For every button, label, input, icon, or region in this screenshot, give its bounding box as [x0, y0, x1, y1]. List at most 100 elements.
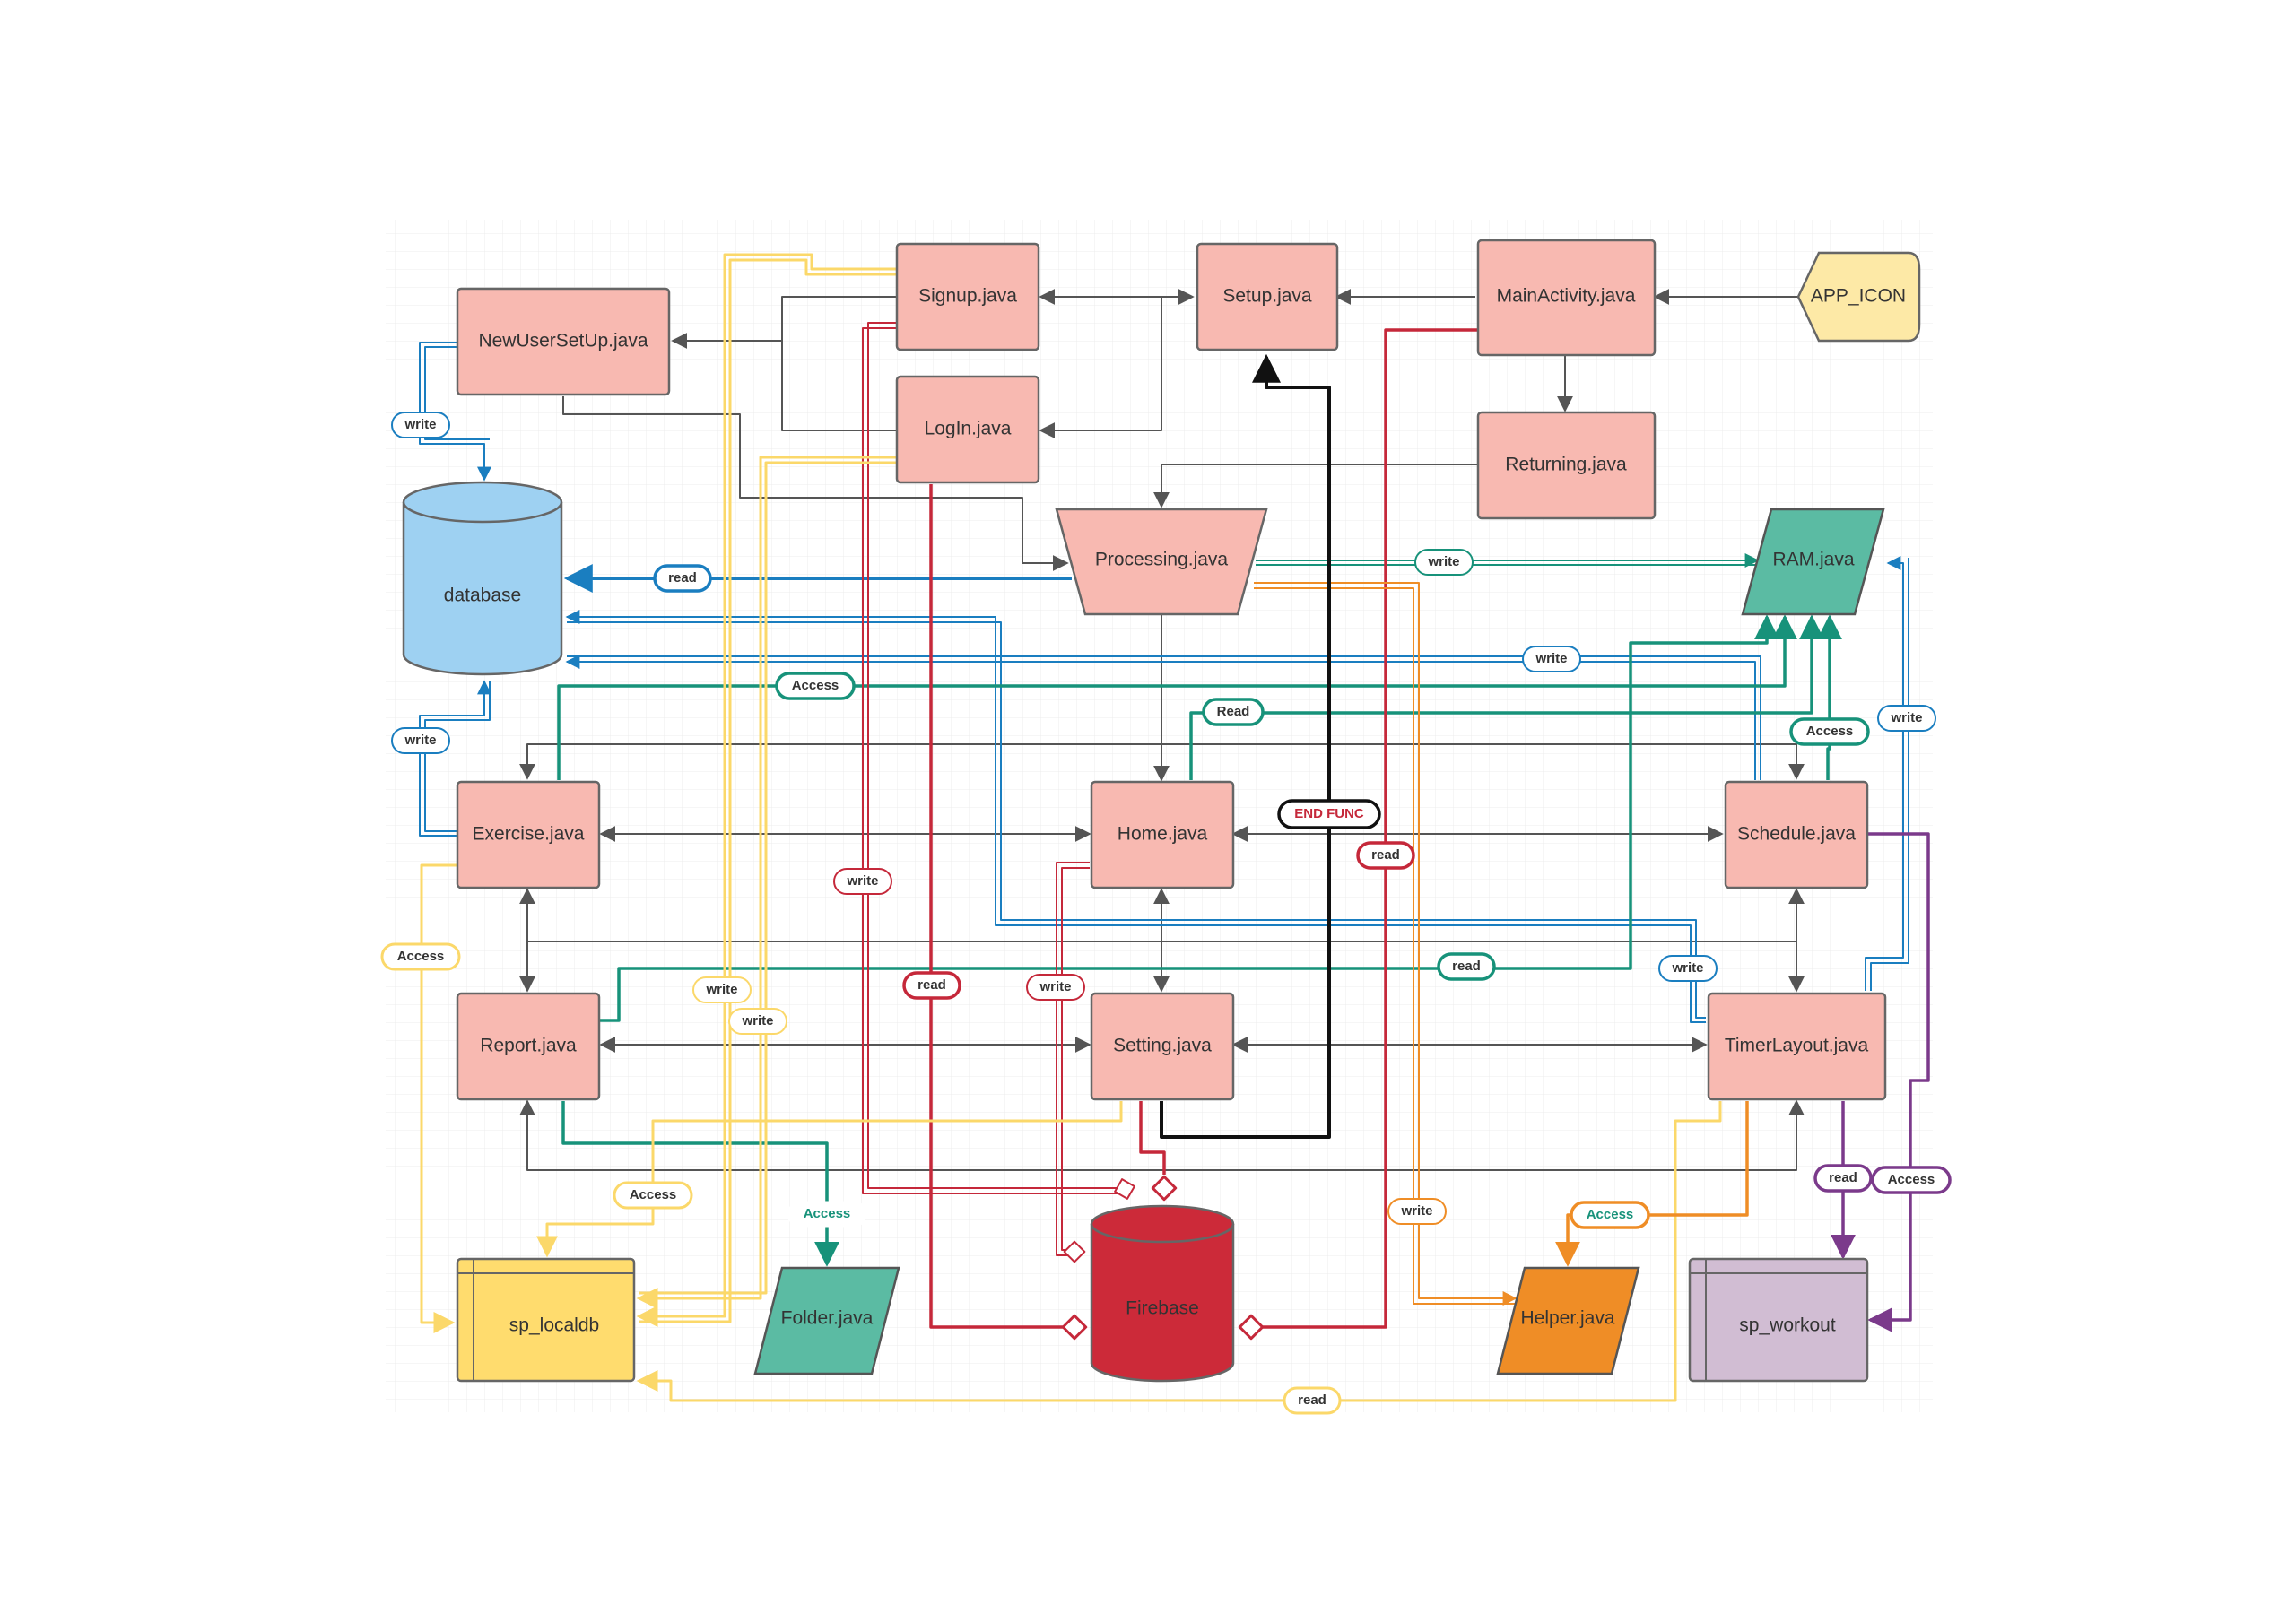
- node-returning[interactable]: Returning.java: [1476, 411, 1657, 520]
- edge-exercise-localdb-access: [420, 863, 457, 1333]
- edge-schedule-database-write-2: [567, 655, 1761, 780]
- label-write-timer-db: write: [1658, 955, 1718, 982]
- node-home[interactable]: Home.java: [1090, 780, 1235, 889]
- svg-text:write: write: [705, 982, 737, 997]
- diamond-upper-left: [1063, 1240, 1086, 1263]
- svg-text:write: write: [404, 733, 436, 748]
- node-folder[interactable]: Folder.java: [753, 1266, 900, 1375]
- node-exercise-label: Exercise.java: [473, 824, 585, 845]
- label-write-processing-helper: write: [1387, 1198, 1447, 1225]
- diamond-top-left: [1114, 1178, 1135, 1200]
- node-sp-localdb[interactable]: sp_localdb: [456, 1257, 636, 1383]
- node-returning-label: Returning.java: [1505, 455, 1627, 475]
- node-app-icon-label: APP_ICON: [1811, 286, 1906, 307]
- node-ram[interactable]: RAM.java: [1741, 508, 1885, 616]
- firebase-diamonds: [1061, 1175, 1265, 1341]
- node-setup-label: Setup.java: [1222, 286, 1312, 307]
- node-exercise[interactable]: Exercise.java: [456, 780, 601, 889]
- edge-exercise-database-write-2: [424, 681, 491, 832]
- svg-text:write: write: [1400, 1203, 1432, 1219]
- label-access-timer-helper: Access: [1570, 1201, 1650, 1229]
- label-access-exercise-localdb: Access: [380, 942, 461, 971]
- orange-connectors: [1254, 582, 1749, 1306]
- node-helper-label: Helper.java: [1520, 1308, 1614, 1329]
- node-home-label: Home.java: [1118, 824, 1208, 845]
- node-setting[interactable]: Setting.java: [1090, 992, 1235, 1101]
- label-access-schedule-workout: Access: [1871, 1166, 1952, 1194]
- svg-text:read: read: [668, 570, 697, 586]
- label-read-processing-db: read: [653, 564, 712, 593]
- label-access-report-folder: Access: [787, 1201, 867, 1228]
- label-write-newuser-db: write: [391, 412, 450, 438]
- svg-text:read: read: [1298, 1393, 1326, 1408]
- node-main-activity[interactable]: MainActivity.java: [1476, 239, 1657, 357]
- label-read-timer-localdb: read: [1283, 1386, 1342, 1415]
- node-processing[interactable]: Processing.java: [1055, 508, 1268, 616]
- label-access-setting-localdb: Access: [613, 1181, 693, 1210]
- node-schedule-label: Schedule.java: [1737, 824, 1856, 845]
- diamond-left: [1061, 1314, 1088, 1341]
- node-folder-label: Folder.java: [781, 1308, 874, 1329]
- node-setting-label: Setting.java: [1113, 1036, 1212, 1056]
- node-processing-label: Processing.java: [1095, 550, 1229, 570]
- node-main-activity-label: MainActivity.java: [1497, 286, 1636, 307]
- label-write-home-firebase: write: [1026, 974, 1085, 1001]
- connectors: [419, 253, 1930, 1402]
- svg-text:write: write: [1890, 710, 1922, 725]
- node-sp-workout-label: sp_workout: [1739, 1315, 1836, 1336]
- svg-text:END FUNC: END FUNC: [1294, 806, 1364, 821]
- svg-text:Access: Access: [1888, 1172, 1935, 1187]
- edge-setting-setup-endfunc: [1160, 353, 1331, 1139]
- label-read-login-firebase: read: [902, 971, 961, 1000]
- edge-returning-processing: [1153, 464, 1478, 508]
- node-report-label: Report.java: [480, 1036, 577, 1056]
- node-timer-layout[interactable]: TimerLayout.java: [1707, 992, 1887, 1101]
- node-setup[interactable]: Setup.java: [1196, 242, 1339, 351]
- svg-text:Access: Access: [1806, 724, 1854, 739]
- svg-text:write: write: [1535, 651, 1567, 666]
- label-read-report-ram: read: [1437, 952, 1496, 981]
- label-write-signup-firebase: write: [833, 868, 892, 895]
- nodes: Signup.java Setup.java MainActivity.java…: [402, 239, 1921, 1383]
- node-firebase[interactable]: Firebase: [1090, 1204, 1235, 1383]
- node-report[interactable]: Report.java: [456, 992, 601, 1101]
- node-helper[interactable]: Helper.java: [1496, 1266, 1640, 1375]
- edge-setting-firebase: [1139, 1101, 1166, 1175]
- edge-signup-firebase-write-2: [862, 327, 1121, 1194]
- edge-processing-helper-write: [1254, 582, 1518, 1306]
- node-sp-localdb-label: sp_localdb: [509, 1315, 599, 1336]
- node-schedule[interactable]: Schedule.java: [1724, 780, 1869, 889]
- node-database[interactable]: database: [402, 481, 563, 676]
- edge-timer-database-write-2: [567, 621, 1706, 1019]
- node-signup[interactable]: Signup.java: [895, 242, 1040, 351]
- edge-schedule-ram-access: [1817, 614, 1842, 780]
- node-app-icon[interactable]: APP_ICON: [1796, 251, 1921, 343]
- edge-newuser-database-write-2: [424, 346, 490, 440]
- edge-schedule-workout-access: [1867, 832, 1930, 1332]
- svg-text:write: write: [1039, 979, 1071, 994]
- svg-text:Access: Access: [804, 1206, 851, 1221]
- yellow-connectors: [420, 253, 1722, 1402]
- label-read-home-ram: Read: [1202, 698, 1265, 726]
- edge-timer-helper-access: [1555, 1101, 1749, 1267]
- node-login[interactable]: LogIn.java: [895, 375, 1040, 484]
- node-signup-label: Signup.java: [918, 286, 1017, 307]
- edge-exercise-ram-access: [557, 614, 1797, 780]
- label-access-schedule-ram: Access: [1789, 717, 1870, 746]
- edge-signup-localdb-write: [636, 253, 897, 1327]
- edge-setup-login: [1039, 297, 1162, 438]
- edge-main-firebase-read: [1254, 328, 1478, 1329]
- label-write-exercise-db: write: [391, 727, 450, 754]
- edge-schedule-database-write: [565, 655, 1756, 780]
- label-read-timer-workout: read: [1813, 1164, 1873, 1193]
- edge-newuser-database-write: [419, 342, 491, 482]
- label-write-signup-localdb: write: [692, 976, 752, 1003]
- node-sp-workout[interactable]: sp_workout: [1688, 1257, 1869, 1383]
- label-write-processing-ram: write: [1414, 549, 1474, 576]
- node-new-user-setup[interactable]: NewUserSetUp.java: [456, 287, 671, 396]
- svg-text:write: write: [1671, 960, 1703, 976]
- edge-report-ram-read: [599, 614, 1779, 1022]
- svg-text:write: write: [741, 1013, 773, 1028]
- edge-bus-bottom: [519, 1099, 1805, 1171]
